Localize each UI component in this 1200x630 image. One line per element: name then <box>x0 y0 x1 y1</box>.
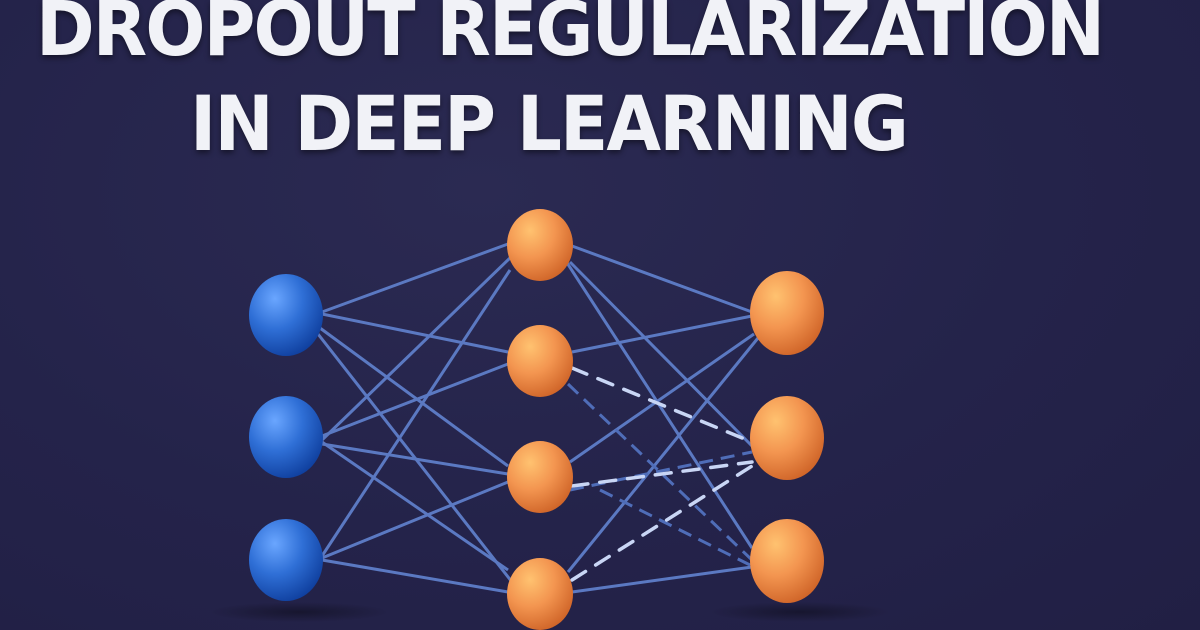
input-node-1 <box>249 274 323 356</box>
hidden-layer <box>507 209 573 630</box>
hidden-node-1 <box>507 209 573 281</box>
output-layer <box>750 271 824 603</box>
shadow <box>710 602 890 622</box>
dropped-connections <box>570 366 754 582</box>
hidden-node-3 <box>507 441 573 513</box>
hidden-node-4 <box>507 558 573 630</box>
input-hidden-connections <box>316 242 514 594</box>
title-line-1: DROPOUT REGULARIZATION <box>36 0 1105 73</box>
shadow <box>210 602 390 622</box>
output-node-2 <box>750 396 824 480</box>
input-layer <box>249 274 323 601</box>
output-node-1 <box>750 271 824 355</box>
title-line-2: IN DEEP LEARNING <box>190 79 909 168</box>
hidden-output-connections <box>558 244 760 594</box>
hidden-node-2 <box>507 325 573 397</box>
input-node-3 <box>249 519 323 601</box>
output-node-3 <box>750 519 824 603</box>
input-node-2 <box>249 396 323 478</box>
